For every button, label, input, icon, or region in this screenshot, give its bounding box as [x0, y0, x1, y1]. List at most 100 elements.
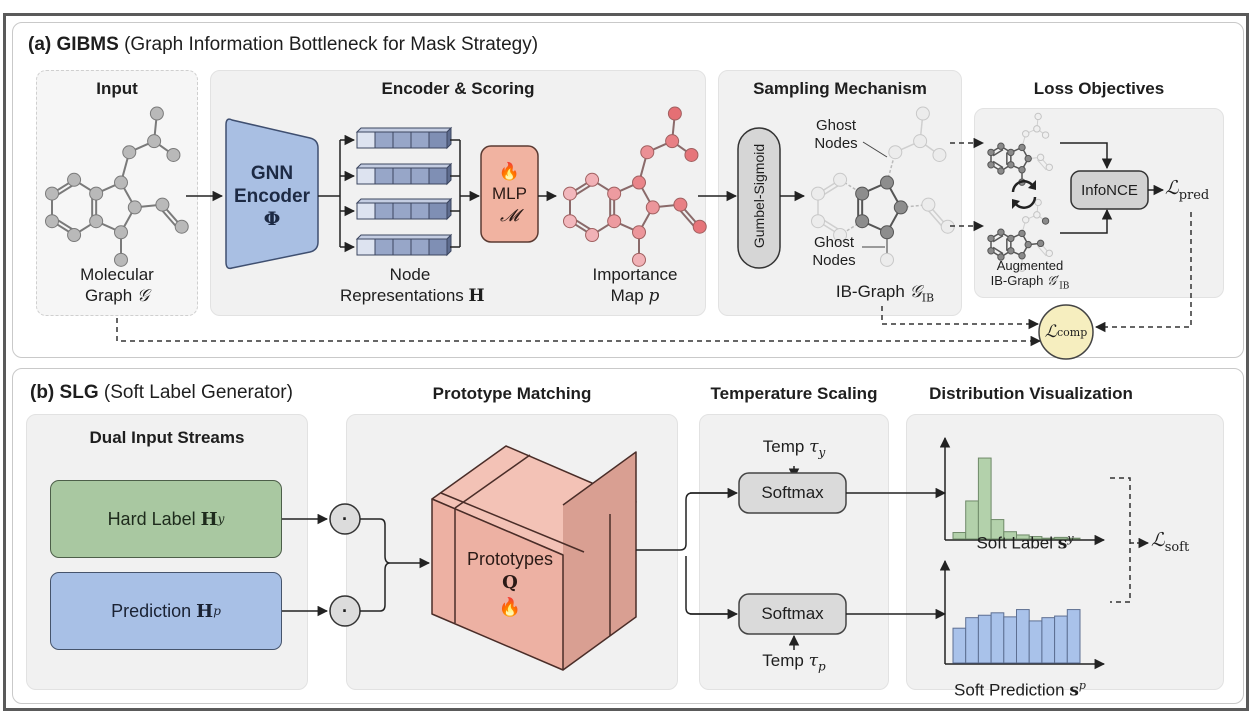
l-soft-label: ℒsoft — [1151, 530, 1211, 558]
atom — [114, 252, 128, 267]
atom — [1018, 166, 1026, 174]
caption-line: Importance — [592, 265, 678, 284]
mlp-text: MLP — [492, 184, 527, 203]
panel-a-tag: (a) — [28, 34, 52, 55]
histogram-bar — [1003, 616, 1017, 664]
fire-icon: 🔥 — [498, 162, 521, 181]
caption-line: Map — [610, 286, 644, 305]
atom — [149, 106, 164, 121]
atom — [1045, 249, 1053, 257]
ib-subscript: IB — [921, 291, 935, 305]
s-symbol: s — [1069, 680, 1079, 701]
atom — [932, 147, 947, 162]
aug-bottom-to-infonce — [1060, 208, 1113, 234]
molecular-graph-caption: Molecular Graph 𝒢 — [36, 264, 198, 307]
distribution-visualization-title: Distribution Visualization — [929, 384, 1133, 403]
caption-line: Node — [389, 265, 431, 284]
h-symbol: H — [196, 600, 214, 622]
soft-subscript: soft — [1164, 539, 1190, 555]
tau-symbol: τ — [809, 437, 819, 457]
atom — [174, 219, 189, 234]
atom — [89, 214, 104, 229]
histogram-bar — [977, 457, 992, 540]
atom — [1018, 229, 1026, 238]
merge-brace — [360, 518, 391, 612]
aug-top-to-infonce — [1060, 142, 1113, 170]
molecule-input-graph — [45, 106, 189, 267]
atom — [915, 106, 930, 121]
double-bond — [992, 160, 1004, 169]
atom — [1007, 148, 1015, 157]
h-symbol: H — [468, 286, 485, 306]
soft-prediction-caption: Soft Prediction sp — [935, 675, 1105, 702]
encoder-line: Encoder — [233, 185, 311, 207]
atom — [89, 186, 104, 201]
l-symbol: ℒ — [1044, 322, 1057, 342]
node-vector — [355, 126, 453, 150]
l-symbol: ℒ — [1151, 529, 1165, 551]
histogram-bar — [1028, 620, 1043, 664]
dot-operator: · — [342, 600, 348, 621]
caption-line: Representations — [340, 286, 464, 305]
cube-front — [431, 498, 564, 671]
atom — [1045, 163, 1053, 171]
gnn-encoder-shape — [225, 118, 319, 270]
graph-symbol: 𝒢 — [909, 282, 922, 302]
temp-y-label: Temp τy — [744, 436, 844, 463]
y-superscript: y — [1067, 532, 1074, 545]
softmax-bottom-label: Softmax — [739, 594, 846, 634]
atom — [1036, 153, 1045, 162]
gnn-encoder-label: GNN Encoder Φ — [226, 148, 318, 244]
graph-symbol: 𝒢′ — [1046, 274, 1060, 289]
molecule-importance-map — [563, 106, 707, 267]
importance-map-caption: Importance Map p — [570, 264, 700, 307]
double-bond — [992, 246, 1004, 255]
atom — [632, 225, 646, 240]
panel-b-subtitle: (Soft Label Generator) — [103, 382, 293, 403]
histogram-bar — [1066, 537, 1081, 540]
atom — [888, 145, 903, 160]
atom — [645, 200, 660, 215]
gumbel-sigmoid-box — [737, 127, 781, 269]
ib-graph-caption: IB-Graph 𝒢IB — [810, 281, 960, 308]
soft-label-caption: Soft Label sy — [945, 528, 1105, 555]
node-representation-branches — [340, 134, 356, 253]
atom — [640, 145, 655, 160]
softmax-top-label: Softmax — [739, 473, 846, 513]
ghost-nodes-bottom-label: Ghost Nodes — [804, 234, 864, 270]
p-symbol: p — [648, 286, 660, 306]
softmax-text: Softmax — [761, 483, 824, 502]
y-superscript: y — [217, 512, 225, 526]
caption-line: Nodes — [812, 252, 856, 269]
atom — [811, 186, 825, 201]
atom — [45, 214, 59, 229]
atom — [1024, 240, 1032, 249]
caption-line: Ghost — [815, 117, 857, 134]
prototype-cube — [431, 445, 637, 671]
dual-input-title: Dual Input Streams — [89, 428, 245, 447]
dashed-lpred-to-comp — [1094, 212, 1192, 333]
atom — [1018, 143, 1026, 152]
atom — [563, 186, 577, 201]
phi-symbol: Φ — [263, 207, 281, 230]
fire-icon: 🔥 — [498, 597, 522, 617]
double-bond — [992, 234, 1004, 243]
molecule-augmented-top — [987, 112, 1053, 186]
hist-soft-label-axes — [939, 436, 1106, 546]
augmented-ib-graph-caption: Augmented IB-Graph 𝒢′IB — [980, 258, 1080, 295]
double-bond — [1037, 245, 1047, 257]
atom — [127, 200, 142, 215]
atom — [880, 252, 894, 267]
histogram-bar — [977, 614, 992, 664]
histogram-bar — [990, 612, 1005, 664]
atom — [563, 214, 577, 229]
temp-text: Temp — [762, 651, 804, 670]
histogram-bar — [965, 617, 979, 664]
atom — [667, 106, 682, 121]
caption-line: Soft Prediction — [954, 680, 1065, 700]
y-subscript: y — [818, 445, 826, 460]
histogram-bar — [1054, 615, 1068, 664]
double-bond — [992, 148, 1004, 157]
